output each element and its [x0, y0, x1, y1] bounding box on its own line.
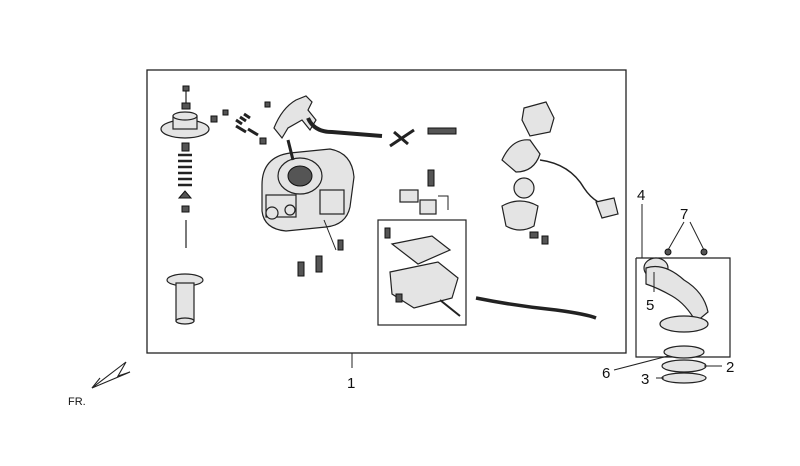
fuel-hose-upper [306, 117, 383, 138]
leader-7b [689, 221, 705, 251]
slide-assembly [160, 85, 210, 325]
callout-6: 6 [602, 365, 610, 382]
carburetor-assembly-frame [146, 69, 627, 354]
float-bowl-inset-frame [377, 219, 467, 326]
leader-6 [613, 355, 669, 371]
carburetor-body [261, 139, 355, 251]
callout-1: 1 [347, 375, 355, 392]
direction-label: FR. [68, 396, 86, 408]
leader-7a [667, 221, 685, 251]
callout-3: 3 [641, 371, 649, 388]
hose-fitting [427, 127, 457, 135]
callout-7: 7 [680, 206, 688, 223]
gasket-stack [661, 345, 707, 384]
callout-5: 5 [646, 297, 654, 314]
intake-manifold-frame [635, 257, 731, 358]
hose-clamp [389, 128, 415, 148]
choke-bracket [273, 95, 317, 140]
drain-hose [475, 296, 597, 320]
float-needle-parts [399, 169, 449, 215]
auto-choke [501, 101, 619, 245]
intake-manifold [643, 248, 709, 333]
screw-and-spring-set [210, 101, 271, 145]
front-direction-arrow [91, 361, 131, 389]
jet-set [297, 239, 344, 277]
callout-2: 2 [726, 359, 734, 376]
callout-4: 4 [637, 187, 645, 204]
float-bowl [384, 227, 461, 317]
